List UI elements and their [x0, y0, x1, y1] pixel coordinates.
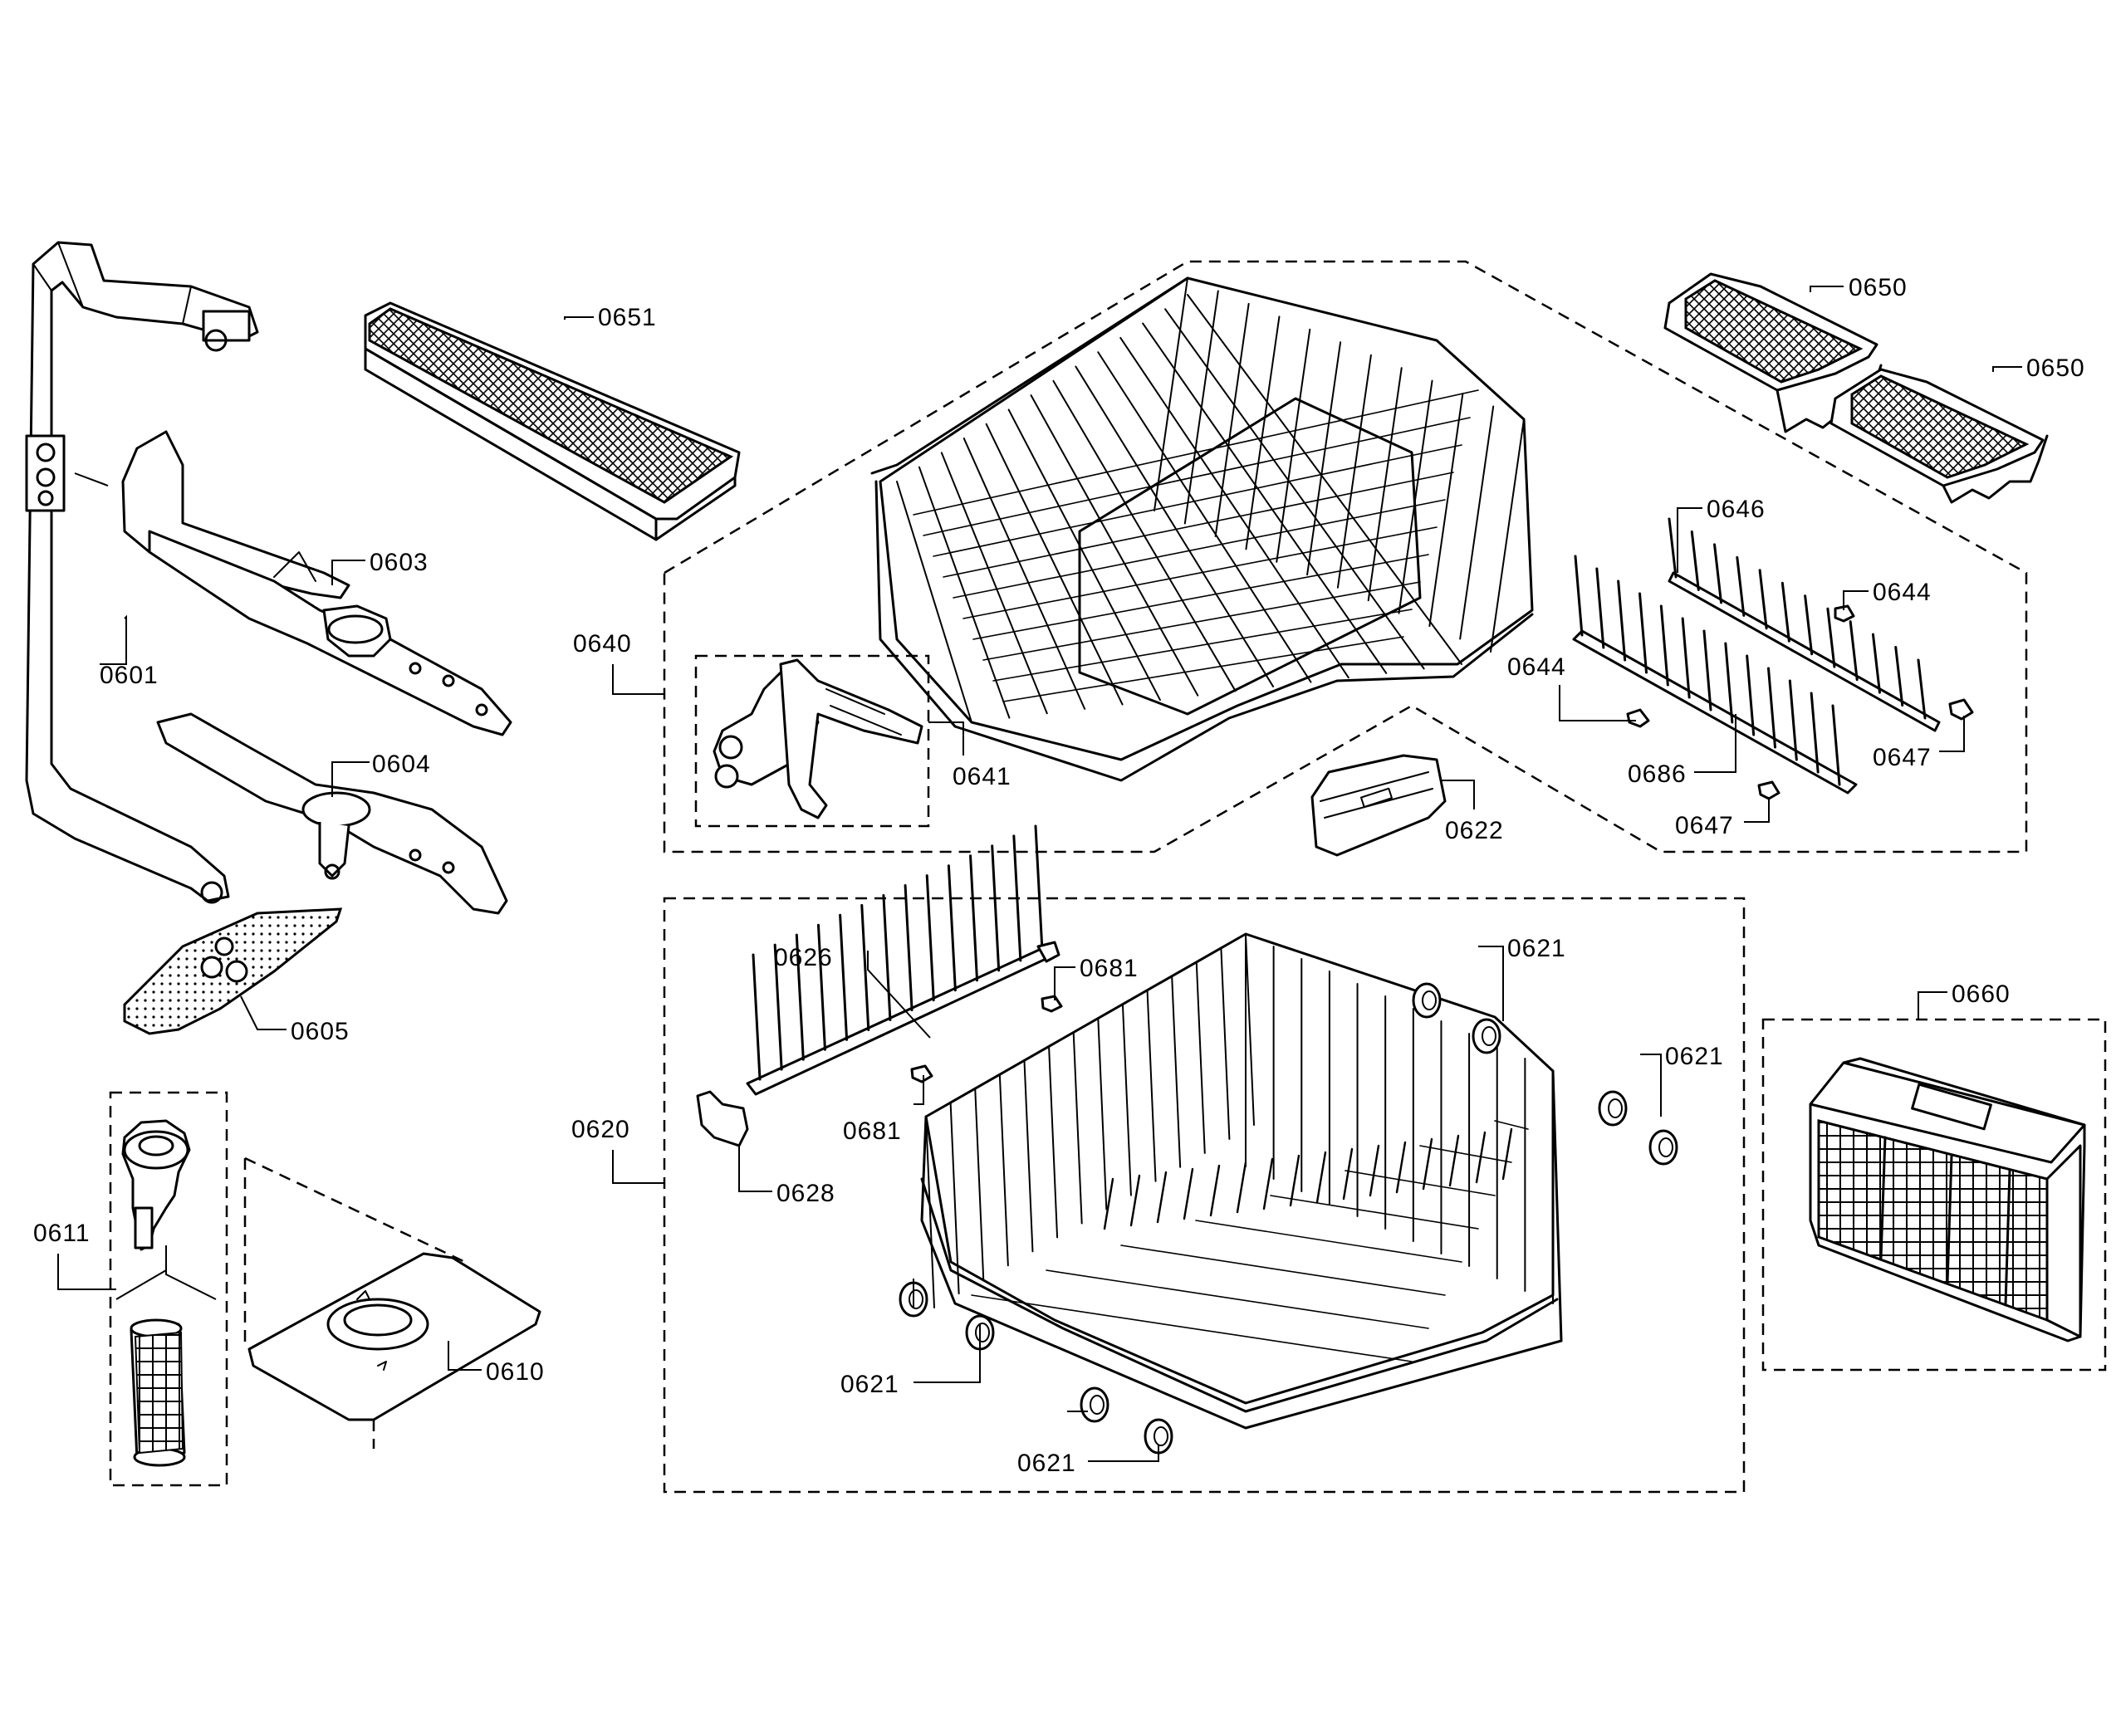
lower-spray-arm-part — [156, 712, 508, 915]
callout-0621-d: 0621 — [1017, 1450, 1076, 1477]
folding-tines-part — [1572, 517, 1941, 795]
callout-0686: 0686 — [1628, 760, 1687, 788]
callout-0651: 0651 — [598, 304, 657, 331]
third-rack-tray-part — [364, 301, 741, 541]
rack-adjuster-part — [713, 658, 923, 819]
callout-labels: 0601 0603 0604 0605 0610 0611 0620 0640 … — [33, 274, 2085, 1477]
fine-filter-plate-part — [123, 907, 343, 1035]
flat-filter-part — [243, 1157, 541, 1449]
callout-0681-b: 0681 — [843, 1117, 902, 1145]
callout-0660: 0660 — [1952, 980, 2011, 1008]
tine-row-0646 — [1668, 517, 1927, 720]
callout-0626: 0626 — [774, 944, 833, 971]
callout-0647-a: 0647 — [1873, 744, 1932, 771]
callout-0640: 0640 — [573, 630, 632, 658]
tine-clip-part — [696, 1090, 749, 1147]
callout-0644-a: 0644 — [1873, 579, 1932, 606]
callout-0622: 0622 — [1445, 817, 1504, 844]
upper-rack-basket — [870, 276, 1534, 782]
lower-rack-wires — [925, 933, 1554, 1362]
callout-0601: 0601 — [100, 662, 159, 689]
callout-0646: 0646 — [1707, 496, 1766, 523]
rack-adjuster-group-outline — [694, 654, 930, 828]
callout-0628: 0628 — [776, 1180, 835, 1207]
callout-0603: 0603 — [370, 549, 429, 576]
callout-0621-c: 0621 — [840, 1371, 899, 1398]
filter-assembly-part — [115, 1119, 217, 1467]
tine-row-0626 — [752, 824, 1044, 1081]
rack-handle-part — [1310, 754, 1447, 857]
callout-0610: 0610 — [486, 1358, 545, 1386]
callout-0650-b: 0650 — [2026, 355, 2085, 382]
callout-0611: 0611 — [33, 1220, 91, 1247]
callout-0647-b: 0647 — [1675, 812, 1734, 839]
upper-rack-wires — [896, 277, 1525, 723]
clips-part — [1626, 604, 1974, 800]
group-outlines — [109, 260, 2107, 1494]
supply-tube-part — [25, 241, 259, 904]
leader-lines — [57, 286, 2022, 1462]
upper-rack-group-outline — [663, 260, 2028, 853]
callout-0650-a: 0650 — [1849, 274, 1908, 301]
callout-0620: 0620 — [571, 1116, 630, 1143]
tine-row-0686 — [1574, 555, 1841, 786]
callout-0641: 0641 — [953, 763, 1011, 790]
cutlery-basket-group-outline — [1761, 1018, 2107, 1372]
lower-tine-row-part — [746, 824, 1060, 1096]
cutlery-basket-part — [1809, 1057, 2086, 1342]
callout-0621-b: 0621 — [1665, 1043, 1724, 1070]
lower-rack-basket — [920, 932, 1563, 1430]
callout-0604: 0604 — [372, 751, 431, 778]
callout-0621-a: 0621 — [1507, 935, 1566, 962]
small-clip-part — [910, 995, 1063, 1083]
rack-wheels — [899, 982, 1678, 1455]
cup-shelf-part — [1663, 272, 2049, 504]
callout-0605: 0605 — [291, 1018, 350, 1045]
callout-0644-b: 0644 — [1507, 653, 1566, 681]
upper-spray-arm-part — [121, 430, 512, 736]
lower-rack-group-outline — [663, 897, 1746, 1494]
callout-0681-a: 0681 — [1080, 955, 1139, 982]
